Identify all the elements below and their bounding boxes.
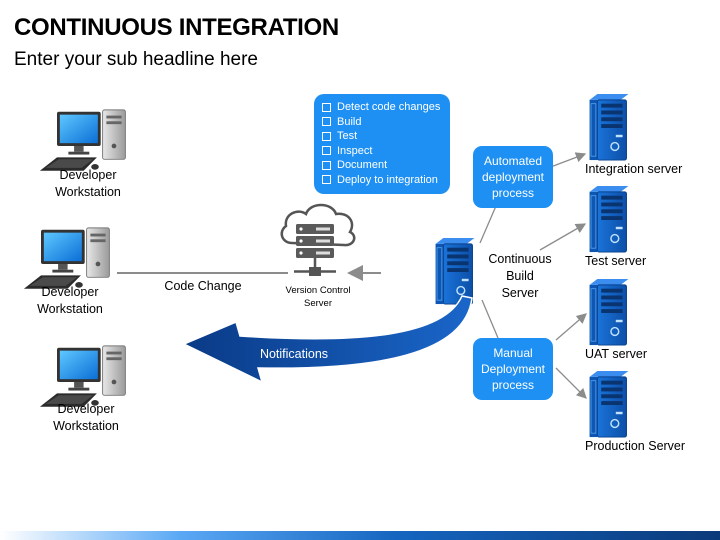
to-test-connector — [539, 223, 587, 251]
checklist-item: Detect code changes — [322, 100, 450, 115]
ci-to-manual-connector — [481, 299, 499, 339]
integration-server-label: Integration server — [585, 162, 683, 176]
ci-to-automated-connector — [479, 205, 497, 244]
ci-tasks-checklist: Detect code changes Build Test Inspect D… — [314, 94, 450, 194]
checkbox-icon — [322, 175, 331, 185]
page-title: CONTINUOUS INTEGRATION — [14, 14, 339, 41]
uat-server-label: UAT server — [585, 347, 648, 361]
integration-server-icon — [588, 94, 630, 161]
checklist-item: Build — [322, 115, 450, 130]
to-production-connector — [555, 367, 587, 399]
to-uat-connector — [555, 313, 587, 341]
checkbox-icon — [322, 131, 331, 141]
checklist-item: Inspect — [322, 144, 450, 159]
checklist-item: Document — [322, 158, 450, 173]
checkbox-icon — [322, 160, 331, 170]
checklist-item: Deploy to integration — [322, 173, 450, 188]
uat-server-icon — [588, 279, 630, 346]
notifications-label: Notifications — [259, 347, 329, 361]
checkbox-icon — [322, 102, 331, 112]
notifications-arrow — [182, 295, 473, 384]
checkbox-icon — [322, 117, 331, 127]
workstation-1-icon — [39, 109, 126, 172]
workstation-2-icon — [23, 227, 110, 290]
to-integration-connector — [547, 152, 587, 169]
workstation-3-icon — [39, 345, 126, 408]
checkbox-icon — [322, 146, 331, 156]
code-change-label: Code Change — [164, 279, 242, 293]
ci-server-icon — [434, 238, 476, 305]
page-subtitle: Enter your sub headline here — [14, 49, 258, 70]
test-server-label: Test server — [585, 254, 647, 268]
checklist-item: Test — [322, 129, 450, 144]
production-server-icon — [588, 371, 630, 438]
footer-accent-bar — [0, 531, 720, 540]
production-server-label: Production Server — [585, 439, 686, 453]
version-control-cloud-icon — [280, 203, 356, 276]
test-server-icon — [588, 186, 630, 253]
